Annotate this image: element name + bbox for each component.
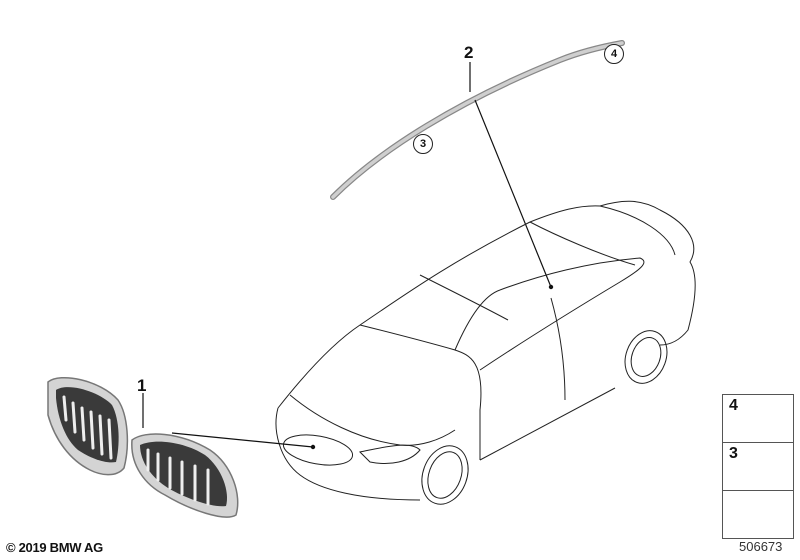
circled-ref-4: 4 [604, 44, 624, 64]
roof-strip [330, 40, 625, 200]
legend-row-4: 4 [723, 395, 793, 443]
callout-2: 2 [464, 43, 474, 62]
car-outline [275, 200, 696, 505]
diagram-number: 506673 [739, 539, 783, 554]
legend-row-arrow [723, 491, 793, 538]
circled-ref-3: 3 [413, 134, 433, 154]
legend-row-3: 3 [723, 443, 793, 491]
legend-box: 4 3 [722, 394, 794, 539]
grille-illustration [47, 376, 239, 518]
copyright: © 2019 BMW AG [6, 540, 103, 555]
callout-1: 1 [137, 376, 147, 395]
